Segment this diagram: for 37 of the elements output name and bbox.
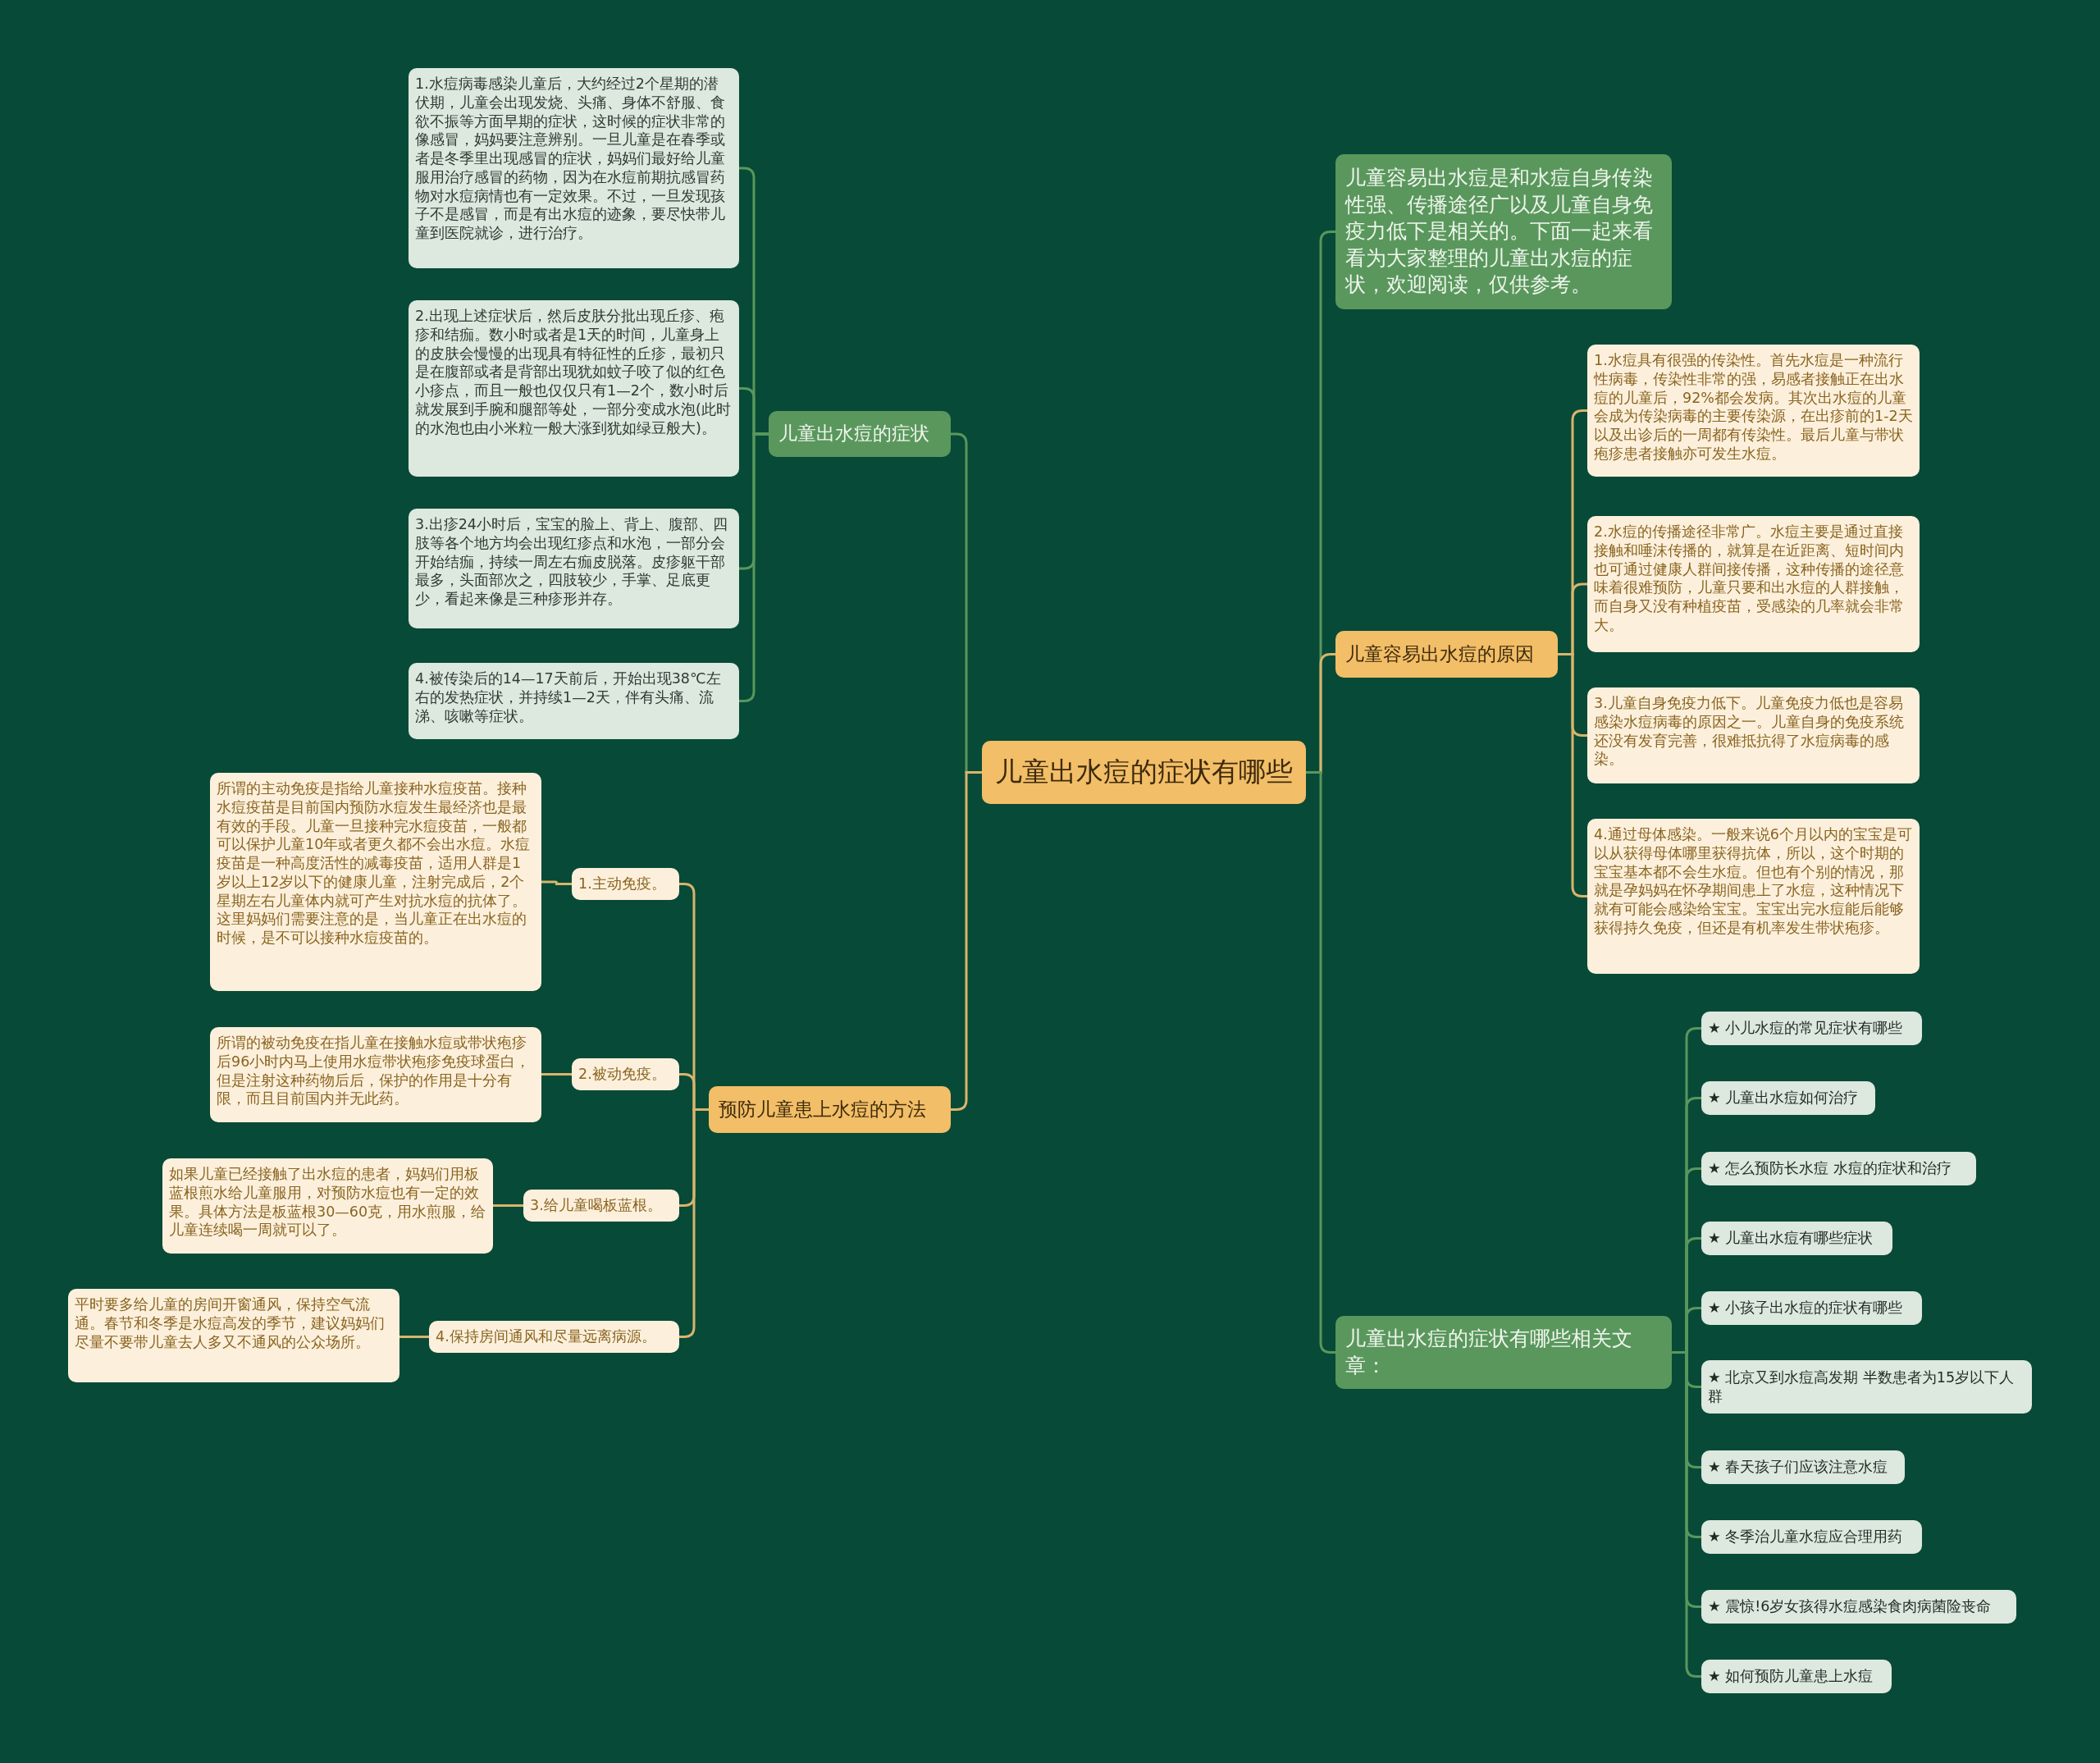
link-item: ★ 春天孩子们应该注意水痘: [1701, 1450, 1905, 1484]
text-card: 4.保持房间通风和尽量远离病源。: [429, 1321, 679, 1353]
text-card: 4.被传染后的14—17天前后，开始出现38℃左右的发热症状，并持续1—2天，伴有头痛、流涕、咳嗽等症状。: [409, 663, 739, 739]
text-card: 所谓的主动免疫是指给儿童接种水痘疫苗。接种水痘疫苗是目前国内预防水痘发生最经济也是最有效的手段。儿童一旦接种完水痘疫苗，一般都可以保护儿童10年或者更久都不会出水痘。水痘疫苗是一种高度活性的减毒疫苗，适用人群是1岁以上12岁以下的健康儿童，注射完成后，2个星期左右儿童体内就可产生对抗水痘的抗体了。这里妈妈们需要注意的是，当儿童正在出水痘的时候，是不可以接种水痘疫苗的。: [210, 773, 541, 991]
link-item: ★ 如何预防儿童患上水痘: [1701, 1660, 1892, 1693]
text-card: 2.出现上述症状后，然后皮肤分批出现丘疹、疱疹和结痂。数小时或者是1天的时间，儿童身上的皮肤会慢慢的出现具有特征性的丘疹，最初只是在腹部或者是背部出现犹如蚊子咬了似的红色小疹点，而且一般也仅仅只有1—2个，数小时后就发展到手腕和腿部等处，一部分变成水泡(此时的水泡也由小米粒一般大涨到犹如绿豆般大)。: [409, 300, 739, 477]
text-card: 如果儿童已经接触了出水痘的患者，妈妈们用板蓝根煎水给儿童服用，对预防水痘也有一定的效果。具体方法是板蓝根30—60克，用水煎服，给儿童连续喝一周就可以了。: [162, 1158, 493, 1254]
connector-line: [493, 1204, 523, 1207]
central-topic-box: 儿童出水痘的症状有哪些: [982, 741, 1306, 804]
connector-line: [541, 1073, 572, 1076]
text-card: 1.水痘具有很强的传染性。首先水痘是一种流行性病毒，传染性非常的强，易感者接触正在出水痘的儿童后，92%都会发病。其次出水痘的儿童会成为传染病毒的主要传染源，在出疹前的1-2天以及出诊后的一周都有传染性。最后儿童与带状疱疹患者接触亦可发生水痘。: [1587, 345, 1920, 477]
topic-box: 儿童容易出水痘是和水痘自身传染性强、传播途径广以及儿童自身免疫力低下是相关的。下面一起来看看为大家整理的儿童出水痘的症状，欢迎阅读，仅供参考。: [1335, 154, 1672, 309]
link-item: ★ 震惊!6岁女孩得水痘感染食肉病菌险丧命: [1701, 1590, 2016, 1624]
connector-line: [541, 880, 572, 885]
link-item: ★ 儿童出水痘如何治疗: [1701, 1081, 1875, 1115]
text-card: 平时要多给儿童的房间开窗通风，保持空气流通。春节和冬季是水痘高发的季节，建议妈妈们尽量不要带儿童去人多又不通风的公众场所。: [68, 1289, 399, 1382]
text-card: 1.水痘病毒感染儿童后，大约经过2个星期的潜伏期，儿童会出现发烧、头痛、身体不舒服、食欲不振等方面早期的症状，这时候的症状非常的像感冒，妈妈要注意辨别。一旦儿童是在春季或者是冬季里出现感冒的症状，妈妈们最好给儿童服用治疗感冒的药物，因为在水痘前期抗感冒药物对水痘病情也有一定效果。不过，一旦发现孩子不是感冒，而是有出水痘的迹象，要尽快带儿童到医院就诊，进行治疗。: [409, 68, 739, 268]
connector-line: [399, 1336, 429, 1338]
text-card: 2.被动免疫。: [572, 1058, 679, 1090]
link-item: ★ 北京又到水痘高发期 半数患者为15岁以下人群: [1701, 1360, 2032, 1414]
text-card: 3.给儿童喝板蓝根。: [523, 1190, 679, 1222]
text-card: 3.出疹24小时后，宝宝的脸上、背上、腹部、四肢等各个地方均会出现红疹点和水泡，一部分会开始结痂，持续一周左右痂皮脱落。皮疹躯干部最多，头面部次之，四肢较少，手掌、足底更少，看起来像是三种疹形并存。: [409, 509, 739, 628]
link-item: ★ 儿童出水痘有哪些症状: [1701, 1222, 1892, 1255]
link-item: ★ 小儿水痘的常见症状有哪些: [1701, 1012, 1922, 1045]
text-card: 4.通过母体感染。一般来说6个月以内的宝宝是可以从获得母体哪里获得抗体，所以，这个时期的宝宝基本都不会生水痘。但也有个别的情况，那就是孕妈妈在怀孕期间患上了水痘，这种情况下就有可能会感染给宝宝。宝宝出完水痘能后能够获得持久免疫，但还是有机率发生带状疱疹。: [1587, 819, 1920, 974]
text-card: 2.水痘的传播途径非常广。水痘主要是通过直接接触和唾沫传播的，就算是在近距离、短时间内也可通过健康人群间接传播，这种传播的途径意味着很难预防，儿童只要和出水痘的人群接触，而自身又没有种植疫苗，受感染的几率就会非常大。: [1587, 516, 1920, 652]
topic-box: 预防儿童患上水痘的方法: [709, 1086, 951, 1133]
link-item: ★ 冬季治儿童水痘应合理用药: [1701, 1520, 1922, 1554]
link-item: ★ 怎么预防长水痘 水痘的症状和治疗: [1701, 1152, 1976, 1185]
text-card: 1.主动免疫。: [572, 868, 679, 900]
topic-box: 儿童容易出水痘的原因: [1335, 631, 1558, 678]
topic-box: 儿童出水痘的症状有哪些相关文章：: [1335, 1316, 1672, 1389]
topic-box: 儿童出水痘的症状: [769, 411, 951, 457]
link-item: ★ 小孩子出水痘的症状有哪些: [1701, 1291, 1922, 1325]
text-card: 所谓的被动免疫在指儿童在接触水痘或带状疱疹后96小时内马上使用水痘带状疱疹免疫球蛋白，但是注射这种药物后后，保护的作用是十分有限，而且目前国内并无此药。: [210, 1027, 541, 1122]
connector-line: [1672, 1351, 1701, 1678]
text-card: 3.儿童自身免疫力低下。儿童免疫力低也是容易感染水痘病毒的原因之一。儿童自身的免疫系统还没有发育完善，很难抵抗得了水痘病毒的感染。: [1587, 687, 1920, 783]
